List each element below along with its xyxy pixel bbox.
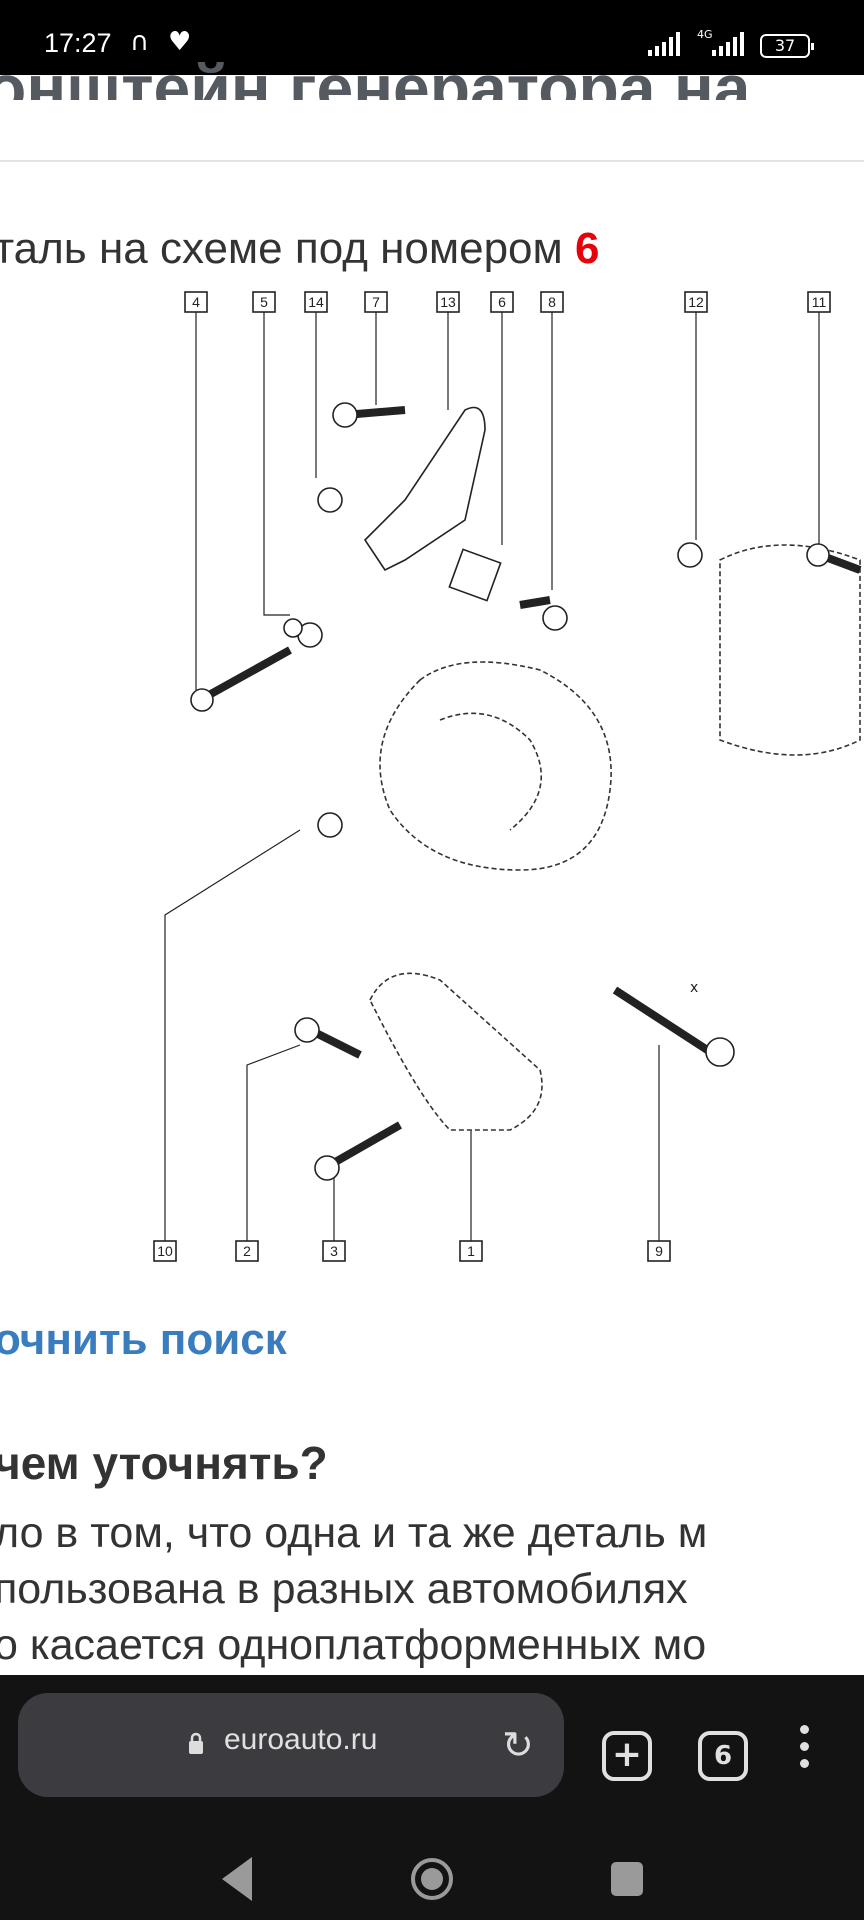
callout-number: 7	[372, 294, 380, 310]
intro-label: таль на схеме под номером	[0, 224, 563, 273]
callout-number: 2	[243, 1243, 251, 1259]
system-nav-bar	[222, 1857, 643, 1901]
home-button[interactable]	[411, 1858, 453, 1900]
callout-label[interactable]: 2	[235, 1240, 259, 1262]
new-tab-button[interactable]: +	[602, 1731, 652, 1781]
battery-icon: 37	[760, 34, 814, 58]
dimension-label: x	[690, 980, 698, 996]
headphones-icon: ∩	[130, 27, 150, 57]
tab-switcher-button[interactable]: 6	[698, 1731, 748, 1781]
body-line: пользована в разных автомобилях	[0, 1565, 688, 1613]
parts-diagram[interactable]: x 4 5 14 7 13 6 8 12 11 10 2 3 1 9	[0, 285, 864, 1275]
home-button-dot[interactable]	[421, 1868, 443, 1890]
callout-number: 3	[330, 1243, 338, 1259]
intro-text: таль на схеме под номером 6	[0, 224, 600, 274]
recents-button[interactable]	[611, 1862, 643, 1896]
callout-label[interactable]: 6	[490, 291, 514, 313]
section-heading: чем уточнять?	[0, 1437, 328, 1489]
callout-number: 9	[655, 1243, 663, 1259]
callout-number: 12	[688, 294, 704, 310]
status-time: 17:27	[44, 28, 112, 58]
signal-icon-2	[712, 30, 744, 56]
leader-line	[263, 312, 290, 616]
callout-label[interactable]: 5	[252, 291, 276, 313]
callout-label[interactable]: 14	[304, 291, 328, 313]
page-title: онштейн генератора на	[0, 40, 864, 100]
refine-search-link[interactable]: очнить поиск	[0, 1315, 287, 1364]
callout-label[interactable]: 7	[364, 291, 388, 313]
divider	[0, 160, 864, 162]
callout-label[interactable]: 13	[436, 291, 460, 313]
address-bar[interactable]: euroauto.ru ↻	[18, 1693, 564, 1797]
callout-label[interactable]: 4	[184, 291, 208, 313]
network-type: 4G	[697, 28, 713, 41]
callout-number: 4	[192, 294, 200, 310]
callout-number: 6	[498, 294, 506, 310]
callout-number: 5	[260, 294, 268, 310]
status-bar: 17:27 ∩ ♥ 4G 37	[0, 0, 864, 75]
callout-number: 1	[467, 1243, 475, 1259]
callout-label[interactable]: 12	[684, 291, 708, 313]
callout-number: 8	[548, 294, 556, 310]
reload-icon[interactable]: ↻	[502, 1723, 534, 1767]
browser-toolbar: euroauto.ru ↻ + 6	[0, 1675, 864, 1920]
callout-label[interactable]: 8	[540, 291, 564, 313]
menu-icon[interactable]	[800, 1725, 812, 1776]
callout-label[interactable]: 3	[322, 1240, 346, 1262]
leader-line	[246, 1044, 301, 1241]
callout-number: 14	[308, 294, 324, 310]
parts-drawing	[369, 544, 861, 1131]
callout-number: 11	[812, 294, 827, 310]
callout-label[interactable]: 10	[153, 1240, 177, 1262]
lock-icon	[189, 1732, 203, 1754]
callout-number: 13	[440, 294, 456, 310]
body-line: о касается одноплатформенных мо	[0, 1621, 707, 1669]
part-number-highlight: 6	[575, 224, 600, 273]
callout-label[interactable]: 11	[807, 291, 831, 313]
parts-solid	[190, 402, 862, 1181]
leader-line	[164, 829, 301, 1241]
health-heart-icon: ♥	[168, 27, 192, 57]
callout-number: 10	[157, 1243, 173, 1259]
callout-label[interactable]: 9	[647, 1240, 671, 1262]
url-text[interactable]: euroauto.ru	[224, 1723, 378, 1756]
back-button[interactable]	[222, 1857, 252, 1901]
signal-icon	[648, 30, 680, 56]
callout-label[interactable]: 1	[459, 1240, 483, 1262]
page-title-text: онштейн генератора на	[0, 51, 751, 100]
body-line: ло в том, что одна и та же деталь м	[0, 1509, 708, 1557]
